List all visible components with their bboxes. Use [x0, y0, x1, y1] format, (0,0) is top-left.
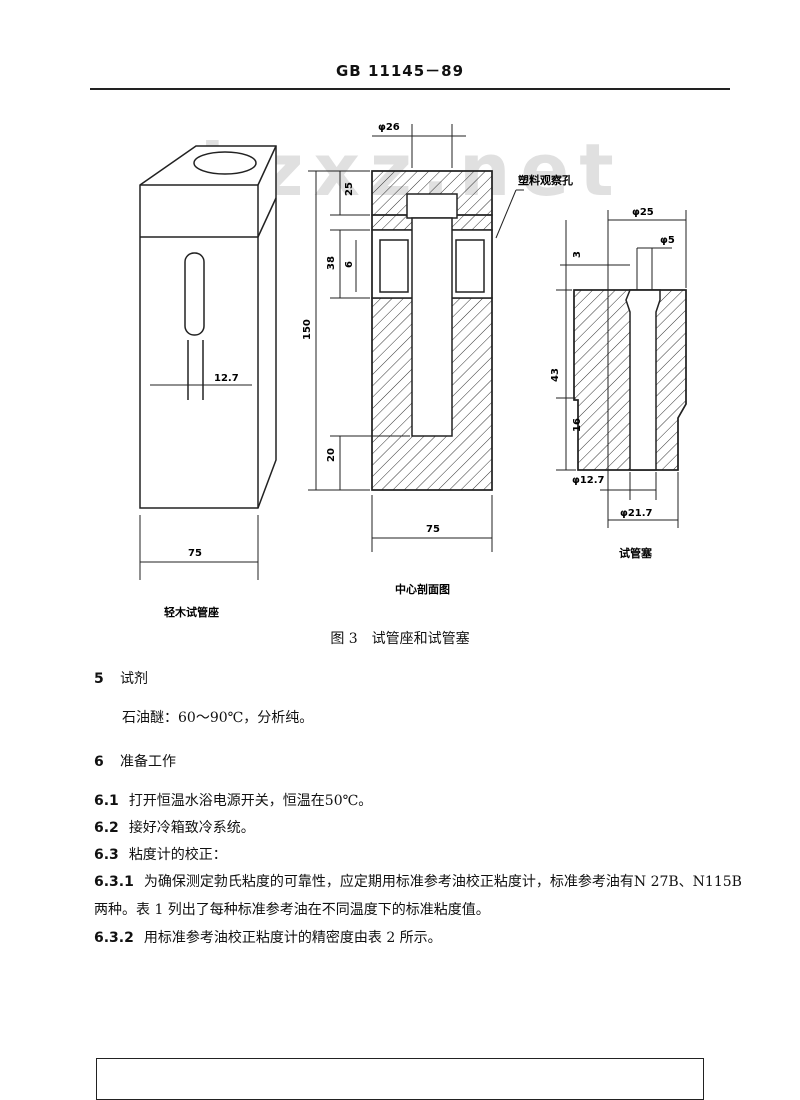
- para-6-3: 6.3 粘度计的校正：: [94, 844, 227, 864]
- label-stopper: 试管塞: [619, 546, 653, 560]
- dim-phi5: φ5: [660, 235, 675, 246]
- clause-number: 6.1: [94, 793, 119, 809]
- dim-38: 38: [326, 256, 337, 270]
- dim-phi26: φ26: [378, 122, 400, 133]
- section-title: 试剂: [120, 671, 148, 687]
- dim-phi12-7: φ12.7: [572, 475, 605, 486]
- header-rule: [90, 88, 730, 90]
- dim-150: 150: [302, 319, 313, 340]
- section-number: 6: [94, 754, 104, 770]
- dim-phi21-7: φ21.7: [620, 508, 653, 519]
- clause-number: 6.3.2: [94, 930, 134, 946]
- label-wood-holder: 轻木试管座: [164, 605, 219, 619]
- figure-caption: 图 3 试管座和试管塞: [330, 631, 470, 647]
- dim-3: 3: [572, 251, 583, 258]
- dim-phi25: φ25: [632, 207, 654, 218]
- clause-number: 6.2: [94, 820, 119, 836]
- para-6-3-2: 6.3.2 用标准参考油校正粘度计的精密度由表 2 所示。: [94, 927, 442, 947]
- dim-43: 43: [550, 368, 561, 382]
- callout-plastic-window: 塑料观察孔: [518, 173, 573, 187]
- dim-6: 6: [344, 261, 355, 268]
- clause-number: 6.3: [94, 847, 119, 863]
- stopper-section-view: [556, 210, 687, 528]
- section-6-heading: 6 准备工作: [94, 751, 176, 771]
- dim-20: 20: [326, 448, 337, 462]
- wood-holder-block: [139, 145, 277, 580]
- table-frame-top: [96, 1058, 704, 1100]
- label-center-section: 中心剖面图: [395, 582, 450, 596]
- clause-text: 用标准参考油校正粘度计的精密度由表 2 所示。: [143, 930, 442, 946]
- clause-number: 6.3.1: [94, 874, 134, 890]
- para-6-3-1-cont: 两种。表 1 列出了每种标准参考油在不同温度下的标准粘度值。: [94, 902, 490, 918]
- section-title: 准备工作: [120, 754, 176, 770]
- para-reagent: 石油醚：60～90℃，分析纯。: [122, 710, 314, 726]
- clause-text: 打开恒温水浴电源开关，恒温在50℃。: [128, 793, 373, 809]
- section-5-heading: 5 试剂: [94, 668, 148, 688]
- para-6-2: 6.2 接好冷箱致冷系统。: [94, 817, 255, 837]
- center-section-view: [308, 124, 524, 552]
- dim-75-center: 75: [426, 524, 440, 535]
- para-6-3-1: 6.3.1 为确保测定勃氏粘度的可靠性，应定期用标准参考油校正粘度计，标准参考油有…: [94, 871, 754, 891]
- dim-16: 16: [572, 418, 583, 432]
- page-header: GB 11145－89: [335, 62, 465, 80]
- dim-75-left: 75: [188, 548, 202, 559]
- dim-25: 25: [344, 182, 355, 196]
- dim-12-7: 12.7: [214, 373, 239, 384]
- figure-3-drawing: 12.7 75 φ26 25 38 6 150 20 75 塑料观察孔 φ25 …: [139, 122, 687, 619]
- clause-text: 粘度计的校正：: [128, 847, 227, 863]
- clause-text: 接好冷箱致冷系统。: [128, 820, 255, 836]
- clause-text: 为确保测定勃氏粘度的可靠性，应定期用标准参考油校正粘度计，标准参考油有N 27B…: [143, 874, 742, 890]
- para-6-1: 6.1 打开恒温水浴电源开关，恒温在50℃。: [94, 790, 372, 810]
- section-number: 5: [94, 671, 104, 687]
